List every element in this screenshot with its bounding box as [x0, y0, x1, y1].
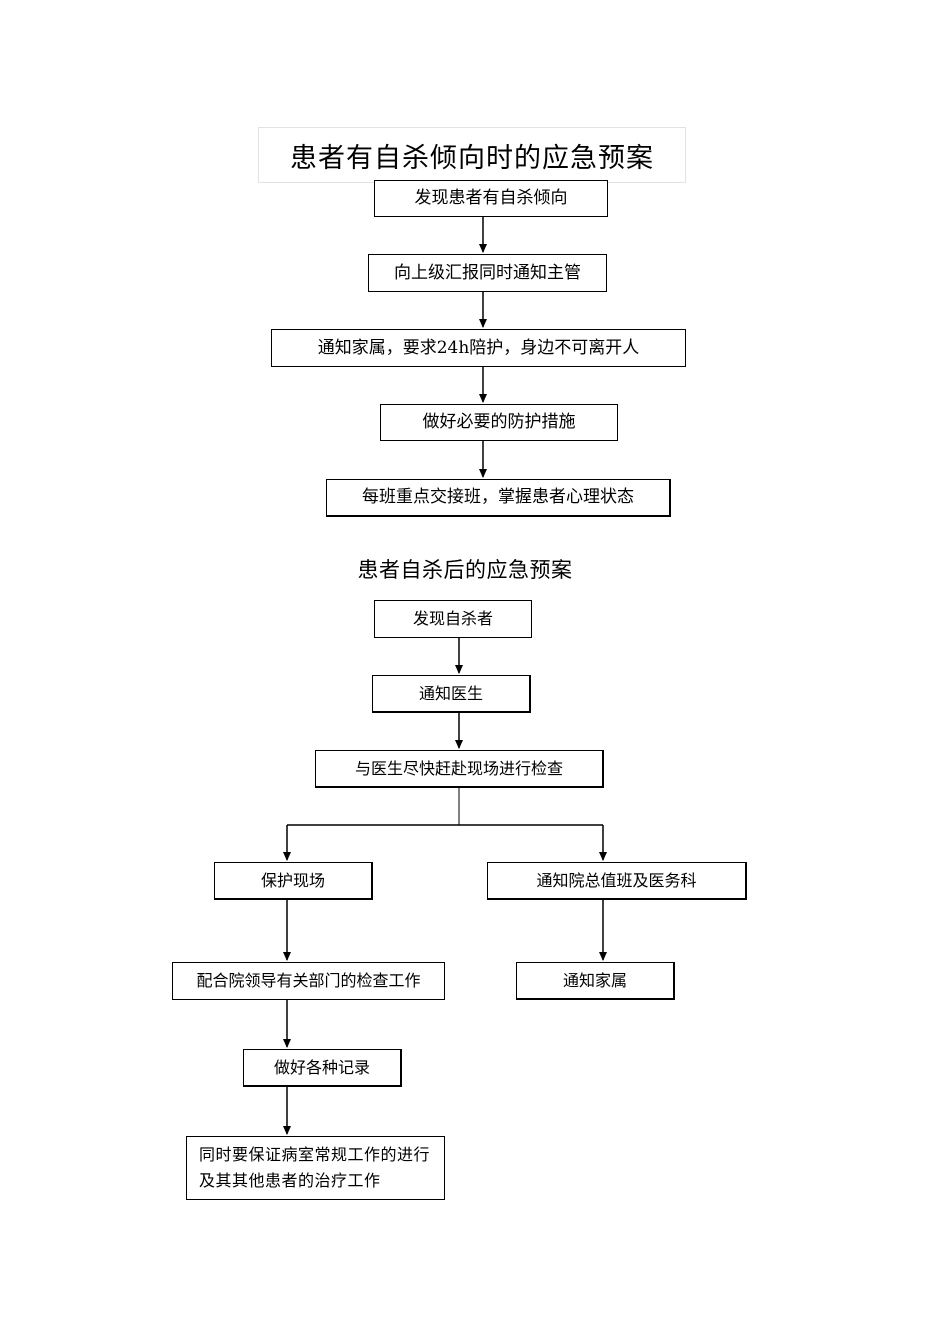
- s1-step-notify-family: 通知家属，要求24h陪护，身边不可离开人: [271, 329, 686, 367]
- s2-step-notify-doctor: 通知医生: [372, 675, 531, 713]
- section1-title: 患者有自杀倾向时的应急预案: [258, 127, 686, 183]
- s1-step-shift-handover: 每班重点交接班，掌握患者心理状态: [326, 479, 671, 517]
- s2-left-protect-scene: 保护现场: [214, 862, 373, 900]
- s2-left-records: 做好各种记录: [243, 1049, 402, 1087]
- s2-step-go-to-scene: 与医生尽快赶赴现场进行检查: [315, 750, 604, 788]
- s2-left-cooperate-inspection: 配合院领导有关部门的检查工作: [172, 962, 445, 1000]
- s1-step-protective-measures: 做好必要的防护措施: [380, 404, 618, 441]
- s2-left-ensure-routine-work: 同时要保证病室常规工作的进行及其其他患者的治疗工作: [186, 1136, 445, 1200]
- s1-step-discover-tendency: 发现患者有自杀倾向: [374, 180, 608, 217]
- s2-step-discover-suicide: 发现自杀者: [374, 600, 532, 638]
- s2-right-notify-family: 通知家属: [516, 962, 675, 1000]
- s2-right-notify-duty-office: 通知院总值班及医务科: [487, 862, 747, 900]
- section2-title: 患者自杀后的应急预案: [357, 558, 573, 582]
- s1-step-report-superior: 向上级汇报同时通知主管: [368, 254, 607, 292]
